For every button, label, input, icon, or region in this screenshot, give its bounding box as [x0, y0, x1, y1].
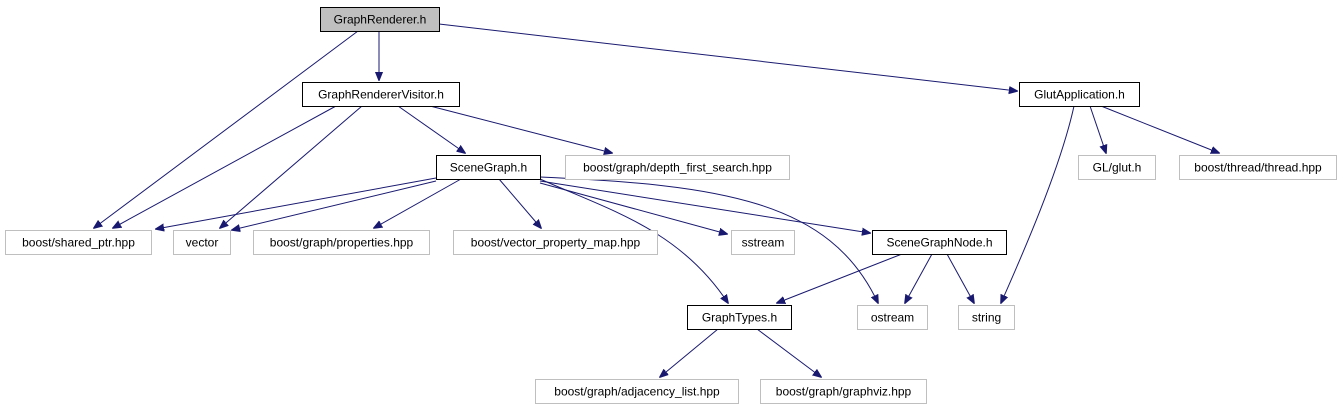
node-renderer[interactable]: GraphRenderer.h [320, 7, 440, 32]
edge-graphtypes-to-adjlist [660, 328, 719, 377]
node-label: boost/graph/depth_first_search.hpp [583, 161, 772, 175]
edge-renderer-to-sharedptr [94, 30, 359, 228]
node-box [1078, 155, 1156, 180]
node-graphtypes[interactable]: GraphTypes.h [687, 305, 792, 330]
node-box [958, 305, 1015, 330]
node-ostream: ostream [857, 305, 928, 330]
node-box [253, 230, 430, 255]
edge-visitor-to-dfs [429, 105, 612, 153]
node-label: boost/graph/graphviz.hpp [776, 385, 912, 399]
edge-scenegraph-to-sharedptr [156, 177, 437, 229]
edge-scenegraph-to-vector [232, 180, 437, 230]
node-box [535, 379, 739, 404]
edge-glutapp-to-thread [1100, 105, 1219, 153]
node-sharedptr: boost/shared_ptr.hpp [5, 230, 152, 255]
node-glut: GL/glut.h [1078, 155, 1156, 180]
edge-glutapp-to-glut [1089, 105, 1106, 153]
node-dfs: boost/graph/depth_first_search.hpp [565, 155, 790, 180]
node-label: GraphTypes.h [702, 311, 777, 325]
node-box [731, 230, 795, 255]
node-scenegraph[interactable]: SceneGraph.h [436, 155, 541, 180]
node-box [872, 230, 1007, 255]
edge-graphtypes-to-graphviz [756, 328, 821, 377]
node-box [1179, 155, 1337, 180]
node-adjlist: boost/graph/adjacency_list.hpp [535, 379, 739, 404]
edge-scenegraph-to-properties [374, 178, 462, 228]
edge-scenenode-to-graphtypes [777, 253, 903, 303]
node-sstream: sstream [731, 230, 795, 255]
node-label: boost/shared_ptr.hpp [22, 236, 135, 250]
node-box [5, 230, 152, 255]
node-box [565, 155, 790, 180]
node-box [173, 230, 231, 255]
node-box [436, 155, 541, 180]
node-label: SceneGraph.h [450, 161, 527, 175]
node-box [687, 305, 792, 330]
edge-glutapp-to-string [1001, 105, 1075, 303]
node-label: string [972, 311, 1001, 325]
edge-scenegraph-to-vpm [498, 178, 541, 228]
node-label: ostream [871, 311, 914, 325]
edge-visitor-to-scenegraph [397, 105, 465, 153]
edge-visitor-to-sharedptr [113, 105, 337, 228]
edge-scenenode-to-ostream [905, 253, 933, 303]
node-box [857, 305, 928, 330]
node-label: boost/thread/thread.hpp [1194, 161, 1322, 175]
node-properties: boost/graph/properties.hpp [253, 230, 430, 255]
node-box [453, 230, 658, 255]
edges-layer [94, 23, 1219, 377]
node-label: GraphRenderer.h [334, 13, 427, 27]
node-label: boost/graph/adjacency_list.hpp [554, 385, 720, 399]
node-box [760, 379, 927, 404]
node-box [1019, 82, 1140, 107]
edge-renderer-to-glutapp [438, 23, 1017, 91]
node-vpm: boost/vector_property_map.hpp [453, 230, 658, 255]
node-glutapp[interactable]: GlutApplication.h [1019, 82, 1140, 107]
node-visitor[interactable]: GraphRendererVisitor.h [302, 82, 460, 107]
node-vector: vector [173, 230, 231, 255]
edge-visitor-to-vector [220, 105, 363, 228]
node-label: sstream [742, 236, 785, 250]
node-label: boost/graph/properties.hpp [270, 236, 414, 250]
node-thread: boost/thread/thread.hpp [1179, 155, 1337, 180]
node-scenenode[interactable]: SceneGraphNode.h [872, 230, 1007, 255]
edge-scenegraph-to-graphtypes [539, 178, 728, 303]
node-label: SceneGraphNode.h [886, 236, 992, 250]
edge-scenenode-to-string [946, 253, 974, 303]
node-label: vector [186, 236, 219, 250]
edge-scenegraph-to-scenenode [539, 180, 870, 233]
edge-scenegraph-to-sstream [539, 182, 727, 234]
node-box [320, 7, 440, 32]
node-label: boost/vector_property_map.hpp [471, 236, 641, 250]
node-string: string [958, 305, 1015, 330]
node-label: GraphRendererVisitor.h [318, 88, 444, 102]
node-graphviz: boost/graph/graphviz.hpp [760, 379, 927, 404]
edge-scenegraph-to-ostream [539, 176, 878, 303]
node-label: GlutApplication.h [1034, 88, 1125, 102]
node-label: GL/glut.h [1093, 161, 1142, 175]
node-box [302, 82, 460, 107]
